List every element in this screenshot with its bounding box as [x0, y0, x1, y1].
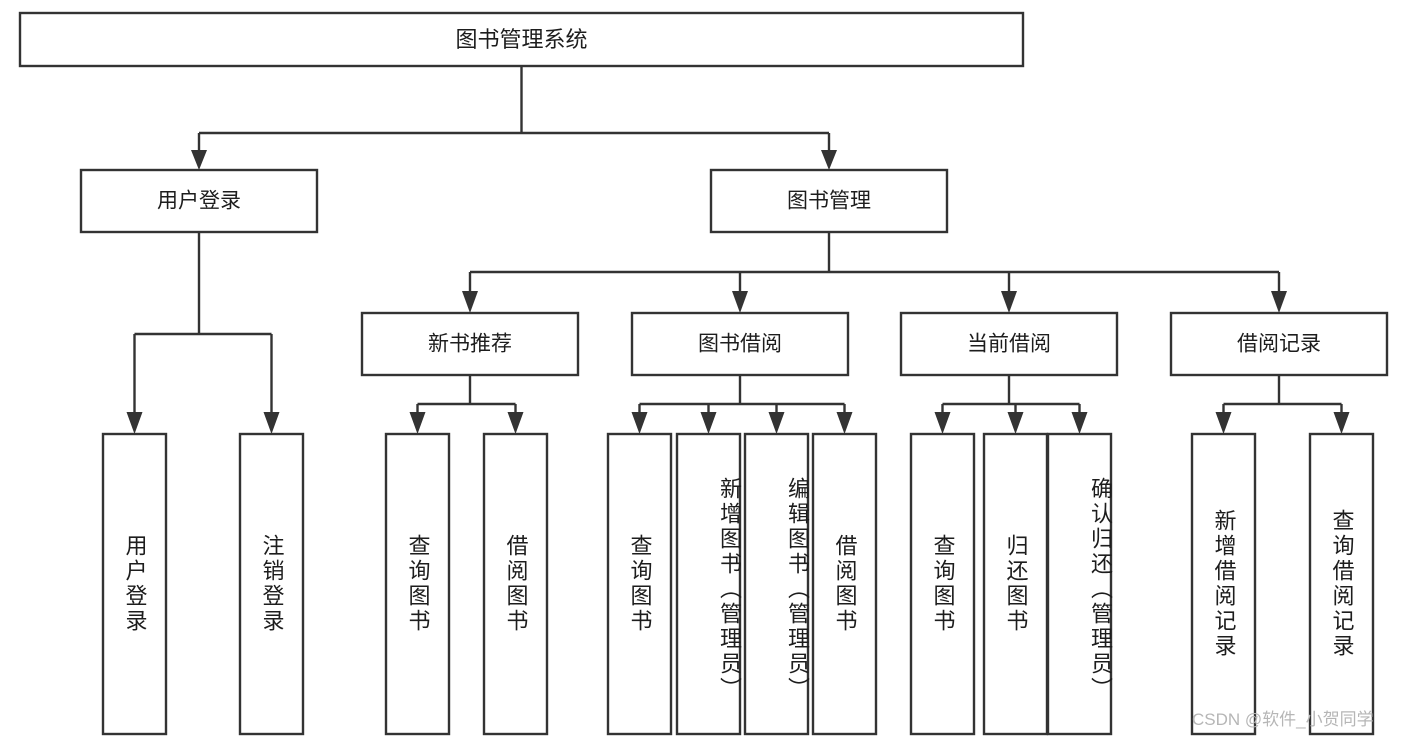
arrowhead-leaf-borrow-book-2: [836, 412, 853, 434]
arrowhead-leaf-query-record: [1333, 412, 1350, 434]
leaf-box-add-book-admin[interactable]: [675, 432, 742, 736]
connector-group-current-borrow: [934, 375, 1088, 434]
node-book-borrow-label: 图书借阅: [698, 333, 782, 356]
arrowhead-new-book-rec: [462, 291, 478, 313]
arrowhead-leaf-add-book: [700, 412, 717, 434]
node-user-login-label: 用户登录: [157, 190, 241, 213]
csdn-watermark: CSDN @软件_小贺同学: [1192, 710, 1374, 729]
leaf-box-edit-book-admin[interactable]: [743, 432, 810, 736]
leaf-box-add-borrow-record[interactable]: [1190, 432, 1257, 736]
connector-group-borrow-record: [1215, 375, 1350, 434]
arrowhead-book-mgmt: [821, 150, 837, 170]
connector-group-book-mgmt: [462, 232, 1287, 313]
leaf-box-borrow-book-1[interactable]: [482, 432, 549, 736]
arrowhead-leaf-query-book-1: [409, 412, 426, 434]
node-borrow-record[interactable]: 借阅记录: [1169, 311, 1389, 377]
node-book-borrow[interactable]: 图书借阅: [630, 311, 850, 377]
arrowhead-leaf-add-record: [1215, 412, 1232, 434]
connector-group-user-login: [126, 232, 280, 434]
node-user-login[interactable]: 用户登录: [79, 168, 319, 234]
node-new-book-recommend-label: 新书推荐: [428, 333, 512, 356]
leaf-box-query-borrow-record[interactable]: [1308, 432, 1375, 736]
node-book-management-label: 图书管理: [787, 190, 871, 213]
node-current-borrow-label: 当前借阅: [967, 333, 1051, 356]
leaf-box-user-login[interactable]: [101, 432, 168, 736]
arrowhead-leaf-confirm-return: [1071, 412, 1088, 434]
arrowhead-leaf-borrow-book-1: [507, 412, 524, 434]
connector-group-book-borrow: [631, 375, 853, 434]
leaf-box-confirm-return-admin[interactable]: [1046, 432, 1113, 736]
arrowhead-leaf-query-book-3: [934, 412, 951, 434]
leaf-box-query-book-1[interactable]: [384, 432, 451, 736]
leaf-box-query-book-3[interactable]: [909, 432, 976, 736]
node-root-label: 图书管理系统: [455, 27, 587, 52]
node-new-book-recommend[interactable]: 新书推荐: [360, 311, 580, 377]
arrowhead-leaf-edit-book: [768, 412, 785, 434]
connector-group-root: [191, 66, 837, 170]
connector-group-new-book-rec: [409, 375, 524, 434]
node-root[interactable]: 图书管理系统: [18, 11, 1025, 68]
arrowhead-borrow-record: [1271, 291, 1287, 313]
leaf-boxes: [101, 432, 1375, 736]
node-book-management-box[interactable]: [709, 168, 949, 234]
node-borrow-record-box[interactable]: [1169, 311, 1389, 377]
leaf-box-return-book[interactable]: [982, 432, 1049, 736]
arrowhead-leaf-return-book: [1007, 412, 1024, 434]
node-new-book-recommend-box[interactable]: [360, 311, 580, 377]
arrowhead-user-login: [191, 150, 207, 170]
arrowhead-current-borrow: [1001, 291, 1017, 313]
node-borrow-record-label: 借阅记录: [1237, 333, 1321, 356]
node-root-box[interactable]: [18, 11, 1025, 68]
node-current-borrow[interactable]: 当前借阅: [899, 311, 1119, 377]
leaf-box-query-book-2[interactable]: [606, 432, 673, 736]
leaf-box-logout[interactable]: [238, 432, 305, 736]
node-book-borrow-box[interactable]: [630, 311, 850, 377]
node-user-login-box[interactable]: [79, 168, 319, 234]
node-book-management[interactable]: 图书管理: [709, 168, 949, 234]
arrowhead-leaf-query-book-2: [631, 412, 648, 434]
leaf-box-borrow-book-2[interactable]: [811, 432, 878, 736]
arrowhead-leaf-user-login: [126, 412, 143, 434]
node-current-borrow-box[interactable]: [899, 311, 1119, 377]
arrowhead-book-borrow: [732, 291, 748, 313]
arrowhead-leaf-logout: [263, 412, 280, 434]
